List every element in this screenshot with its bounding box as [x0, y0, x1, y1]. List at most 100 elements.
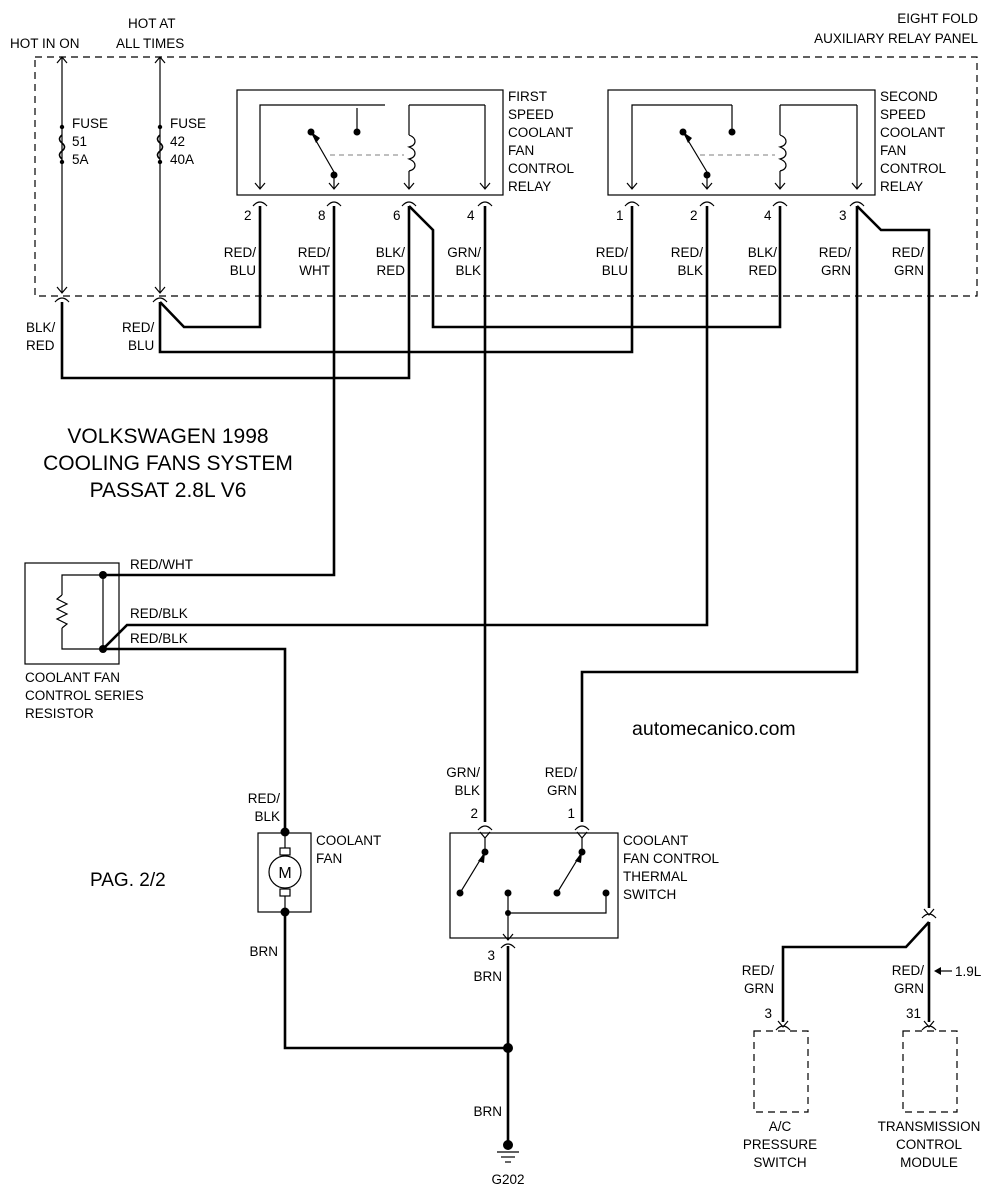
ac-label-2: PRESSURE — [743, 1137, 817, 1152]
tcm-wire-2: GRN — [894, 981, 924, 996]
thermal-pin-1: 1 — [567, 806, 575, 821]
ground-wire-label: BRN — [473, 1104, 502, 1119]
left-wire-red2: RED/ — [122, 320, 155, 335]
relay1-wire-b2: WHT — [299, 263, 330, 278]
ac-pressure-switch — [753, 1020, 809, 1113]
thermal-wire-bottom: BRN — [473, 969, 502, 984]
relay2-pin-1: 1 — [616, 208, 624, 223]
page-number: PAG. 2/2 — [90, 870, 166, 891]
relay2-label-2: SPEED — [880, 107, 926, 122]
relay2-pin-3: 3 — [839, 208, 847, 223]
relay2-label-3: COOLANT — [880, 125, 945, 140]
relay2-wire-c1: BLK/ — [748, 245, 778, 260]
relay2-pin-4: 4 — [764, 208, 772, 223]
relay1-label-2: SPEED — [508, 107, 554, 122]
hot-in-on-label: HOT IN ON — [10, 36, 80, 51]
relay1-pin-6: 6 — [393, 208, 401, 223]
panel-title-line1: EIGHT FOLD — [897, 11, 978, 26]
tcm-wire-1: RED/ — [892, 963, 925, 978]
relay1-wire-c2: RED — [376, 263, 405, 278]
thermal-label-2: FAN CONTROL — [623, 851, 720, 866]
title-line2: COOLING FANS SYSTEM — [43, 452, 293, 475]
relay1-label-3: COOLANT — [508, 125, 573, 140]
auxiliary-relay-panel-outline — [34, 56, 978, 297]
ac-wire-2: GRN — [744, 981, 774, 996]
splice-connector — [921, 908, 937, 919]
fan-label-1: COOLANT — [316, 833, 381, 848]
thermal-wire-left-1: GRN/ — [446, 765, 480, 780]
ac-label-3: SWITCH — [753, 1155, 806, 1170]
fuse51-line1: FUSE — [72, 116, 108, 131]
left-wire-red: RED — [26, 338, 55, 353]
wire-relay1-pin6 — [60, 206, 411, 380]
hot-at-label: HOT AT — [128, 16, 176, 31]
coolant-fan — [257, 827, 312, 917]
ground-splice-dot — [503, 1043, 513, 1053]
relay1-label-4: FAN — [508, 143, 534, 158]
tcm-label-2: CONTROL — [896, 1137, 962, 1152]
wire-brn-fan — [283, 912, 508, 1050]
connector-red-blu — [152, 297, 168, 303]
motor-symbol: M — [278, 865, 291, 882]
ac-label-1: A/C — [769, 1119, 792, 1134]
coolant-fan-resistor — [24, 562, 120, 665]
panel-title-line2: AUXILIARY RELAY PANEL — [814, 31, 978, 46]
wire-red-blk-relay — [102, 206, 709, 650]
relay2-wire-e1: RED/ — [892, 245, 925, 260]
fuse-42 — [154, 56, 166, 294]
fuse42-line1: FUSE — [170, 116, 206, 131]
relay1-wire-c1: BLK/ — [376, 245, 406, 260]
relay2-label-6: RELAY — [880, 179, 923, 194]
resistor-wire-top: RED/WHT — [130, 557, 193, 572]
thermal-label-4: SWITCH — [623, 887, 676, 902]
relay2-wire-d1: RED/ — [819, 245, 852, 260]
second-speed-relay — [607, 89, 876, 207]
relay2-label-4: FAN — [880, 143, 906, 158]
resistor-wire-mid: RED/BLK — [130, 606, 188, 621]
resistor-label-1: COOLANT FAN — [25, 670, 120, 685]
relay2-wire-a2: BLU — [602, 263, 628, 278]
thermal-label-3: THERMAL — [623, 869, 688, 884]
relay1-wire-d2: BLK — [455, 263, 481, 278]
title-line1: VOLKSWAGEN 1998 — [67, 425, 268, 448]
relay1-pin-8: 8 — [318, 208, 326, 223]
thermal-wire-left-2: BLK — [454, 783, 480, 798]
ac-pin: 3 — [764, 1006, 772, 1021]
fan-label-2: FAN — [316, 851, 342, 866]
resistor-label-2: CONTROL SERIES — [25, 688, 144, 703]
relay1-label-5: CONTROL — [508, 161, 574, 176]
relay1-pin-2: 2 — [244, 208, 252, 223]
ac-wire-1: RED/ — [742, 963, 775, 978]
wire-red-wht — [103, 206, 336, 577]
relay2-wire-b2: BLK — [677, 263, 703, 278]
thermal-switch — [449, 825, 619, 949]
fan-wire-top-1: RED/ — [248, 791, 281, 806]
tcm-label-3: MODULE — [900, 1155, 958, 1170]
relay2-wire-b1: RED/ — [671, 245, 704, 260]
title-line3: PASSAT 2.8L V6 — [90, 479, 247, 502]
relay1-label-6: RELAY — [508, 179, 551, 194]
tcm-label-1: TRANSMISSION — [878, 1119, 981, 1134]
fuse42-line3: 40A — [170, 152, 194, 167]
thermal-pin-2: 2 — [470, 806, 478, 821]
relay2-label-5: CONTROL — [880, 161, 946, 176]
fan-wire-top-2: BLK — [254, 809, 280, 824]
fuse-51 — [56, 56, 68, 294]
thermal-label-1: COOLANT — [623, 833, 688, 848]
relay1-wire-b1: RED/ — [298, 245, 331, 260]
left-wire-blu: BLU — [128, 338, 154, 353]
resistor-wire-bot: RED/BLK — [130, 631, 188, 646]
all-times-label: ALL TIMES — [116, 36, 184, 51]
thermal-wire-right-1: RED/ — [545, 765, 578, 780]
motor-icon — [268, 855, 302, 889]
fuse51-line3: 5A — [72, 152, 89, 167]
watermark: automecanico.com — [632, 718, 796, 740]
resistor-label-3: RESISTOR — [25, 706, 94, 721]
wire-relay2-pin4 — [408, 205, 782, 329]
ground-icon — [497, 1140, 519, 1163]
relay2-wire-a1: RED/ — [596, 245, 629, 260]
relay1-wire-a2: BLU — [230, 263, 256, 278]
wire-red-grn-splice — [856, 205, 931, 908]
